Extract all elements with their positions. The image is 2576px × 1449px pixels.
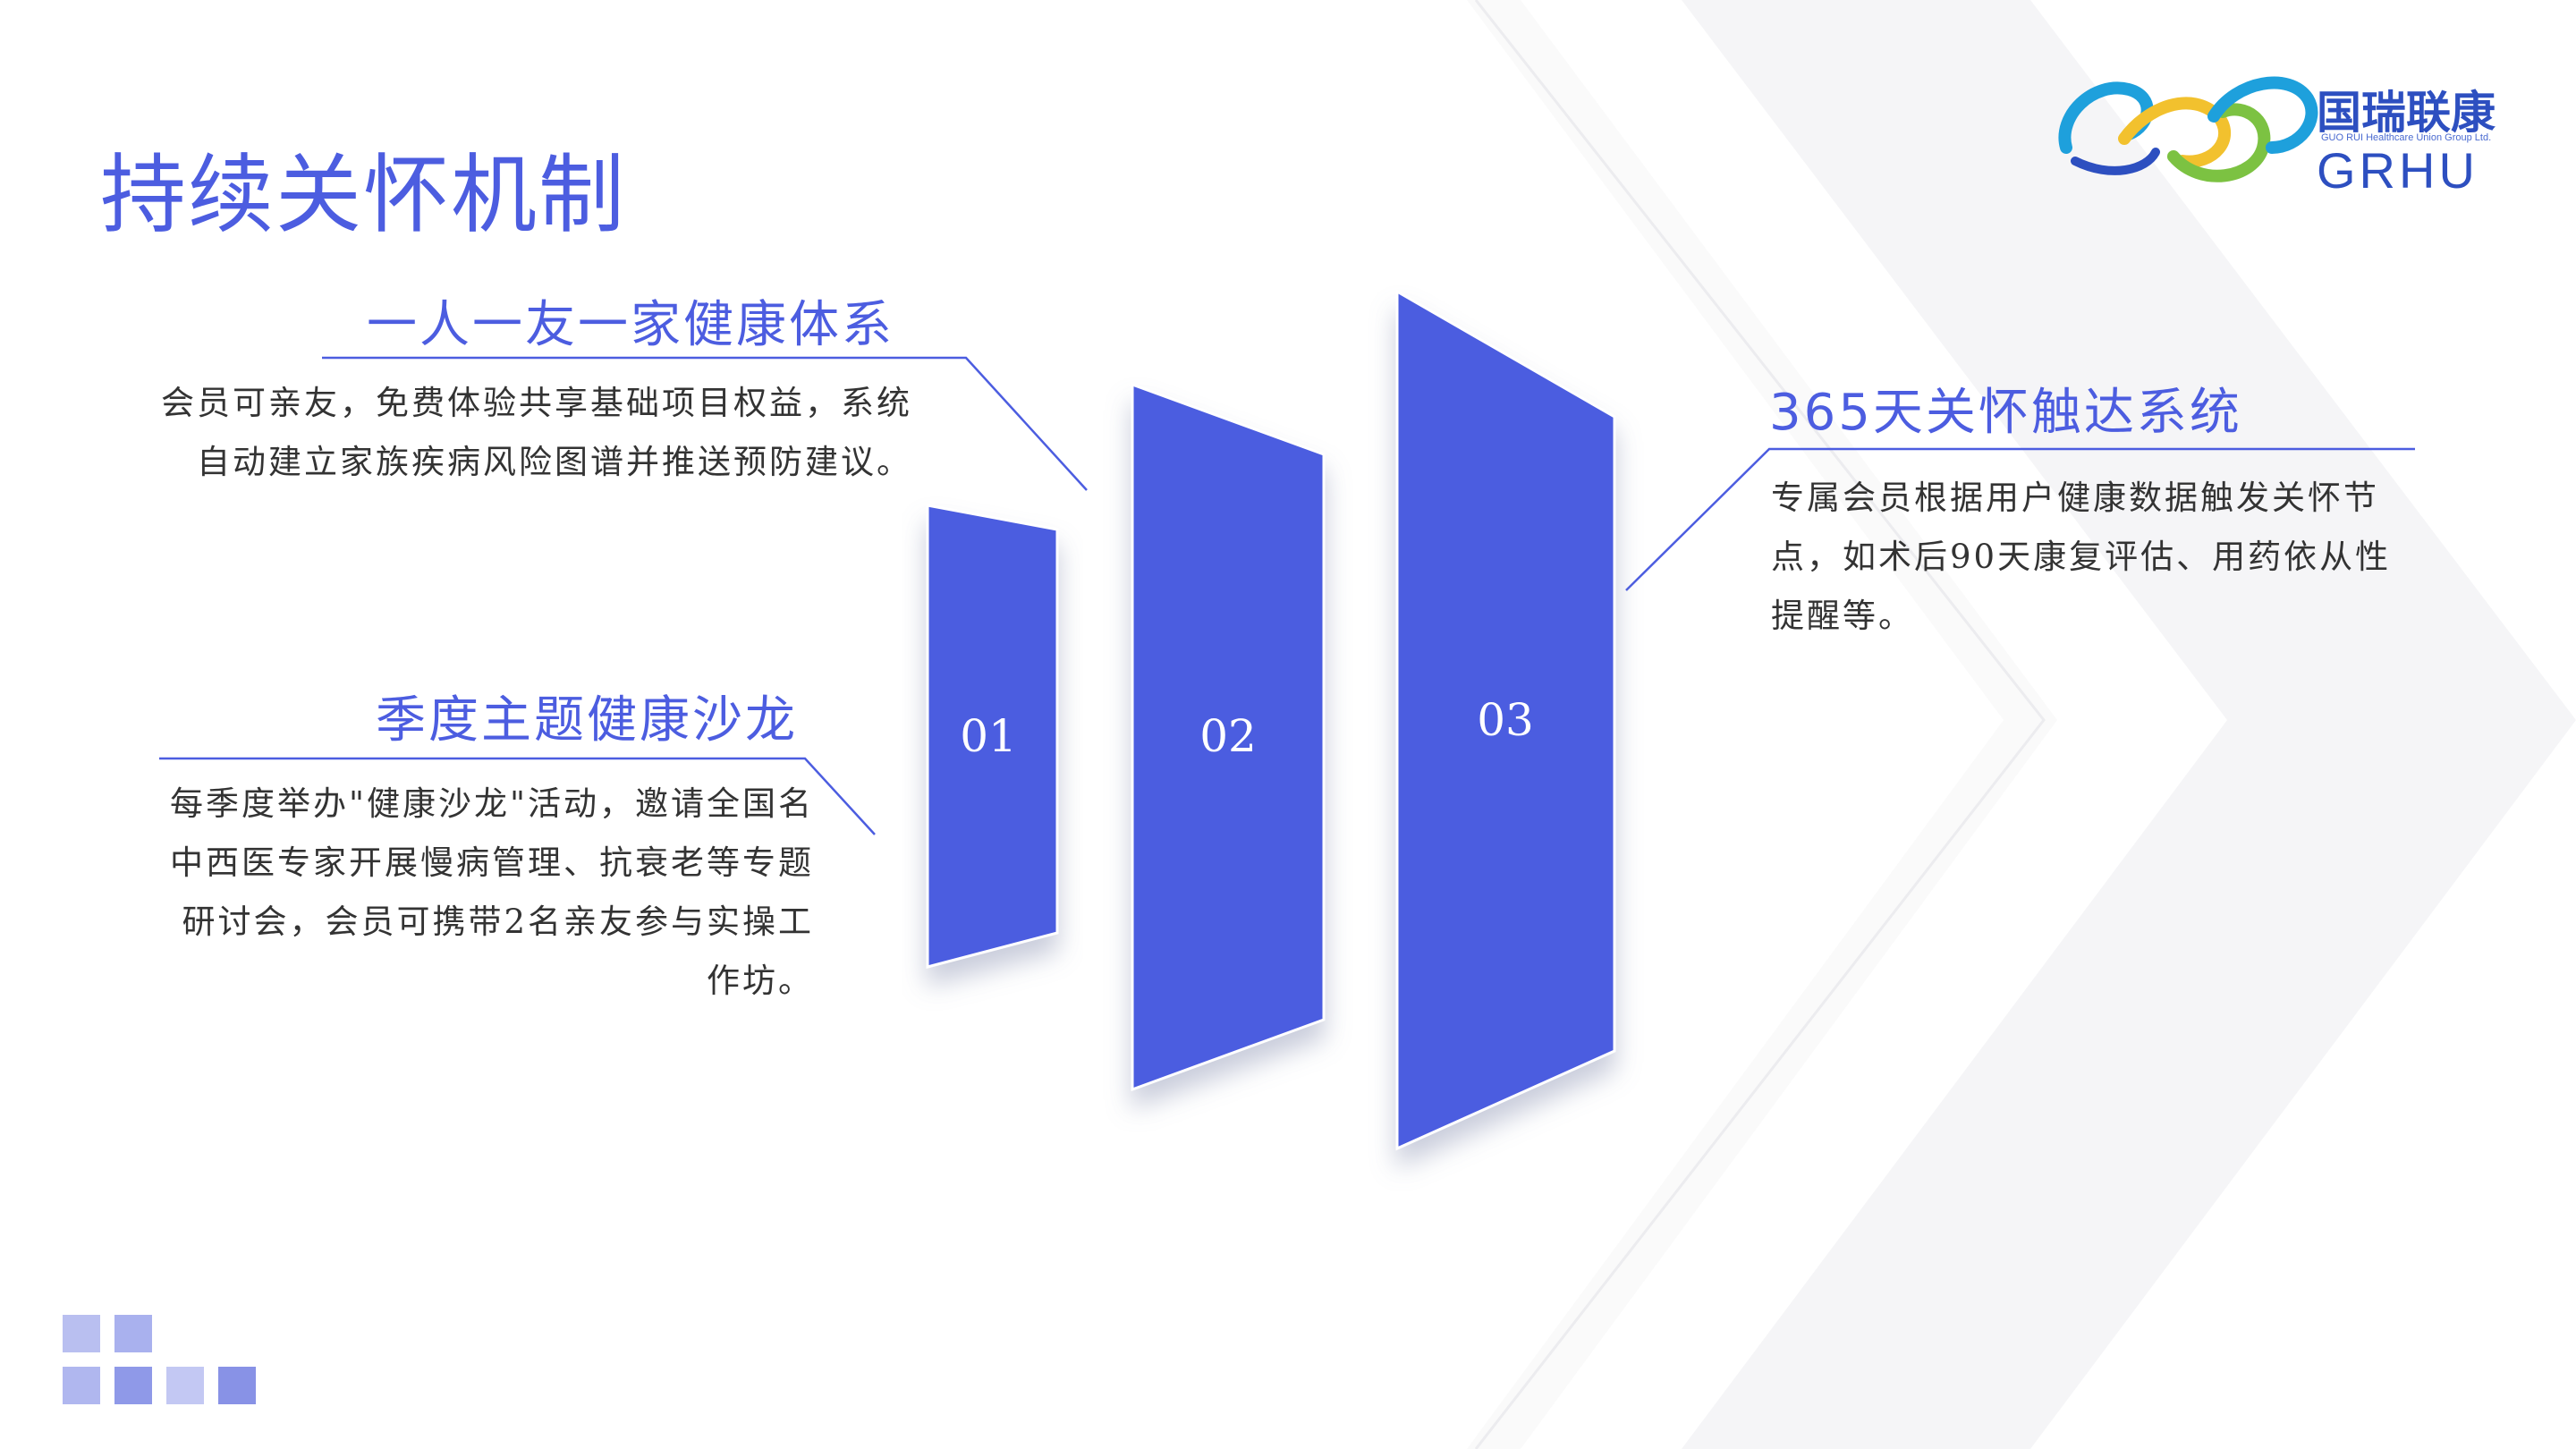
connector-line-1	[322, 356, 1088, 491]
panel-02-number: 02	[1199, 710, 1257, 762]
logo-name-cn: 国瑞联康	[2317, 87, 2496, 139]
page-title: 持续关怀机制	[100, 145, 626, 245]
logo-name-small: GUO RUI Healthcare Union Group Ltd.	[2321, 132, 2492, 143]
item-2-body: 每季度举办"健康沙龙"活动，邀请全国名中西医专家开展慢病管理、抗衰老等专题研讨会…	[169, 784, 814, 1000]
panel-01-number: 01	[960, 710, 1017, 762]
panel-01	[926, 504, 1059, 969]
item-3-body: 专属会员根据用户健康数据触发关怀节点，如术后90天康复评估、用药依从性提醒等。	[1771, 479, 2392, 635]
panel-03-number: 03	[1477, 694, 1534, 746]
item-1-body: 会员可亲友，免费体验共享基础项目权益，系统自动建立家族疾病风险图谱并推送预防建议…	[161, 384, 912, 481]
connector-line-3	[1625, 447, 2415, 591]
item-2-heading: 季度主题健康沙龙	[376, 691, 798, 750]
logo-name-en: GRHU	[2317, 142, 2479, 199]
decorative-squares	[63, 1315, 256, 1404]
item-3-heading: 365天关怀触达系统	[1769, 384, 2242, 442]
logo-icon	[2058, 76, 2318, 182]
connector-line-2	[159, 757, 876, 835]
panel-02	[1131, 382, 1326, 1092]
item-1-heading: 一人一友一家健康体系	[367, 296, 894, 354]
panel-03	[1395, 289, 1616, 1151]
